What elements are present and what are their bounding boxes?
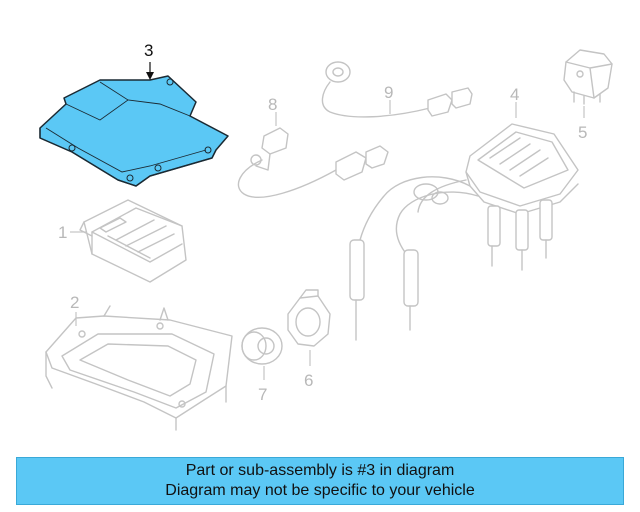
- callout-7: 7: [258, 385, 267, 404]
- part-2-mounting-tray: [45, 305, 233, 431]
- info-line-disclaimer: Diagram may not be specific to your vehi…: [165, 482, 475, 499]
- callout-6: 6: [304, 371, 313, 390]
- part-1-ecu-module: [79, 199, 187, 283]
- callout-3: 3: [144, 41, 153, 60]
- part-7-grommet: [241, 327, 283, 365]
- part-8-sensor-harness: [237, 127, 389, 198]
- part-3-control-module-cover[interactable]: [39, 75, 229, 187]
- callout-4: 4: [510, 85, 519, 104]
- parts-diagram: 3 1 2 7 6: [39, 41, 613, 431]
- callout-8: 8: [268, 95, 277, 114]
- callout-9: 9: [384, 83, 393, 102]
- leader-3-arrow: [146, 72, 154, 80]
- part-6-clip-bracket: [287, 289, 331, 347]
- info-banner: Part or sub-assembly is #3 in diagram Di…: [16, 457, 624, 505]
- callout-2: 2: [70, 293, 79, 312]
- callout-5: 5: [578, 123, 587, 142]
- part-5-relay: [563, 49, 613, 105]
- callout-1: 1: [58, 223, 67, 242]
- part-4-ignition-coil-wires: [349, 123, 579, 341]
- part-9-knock-sensor-cable: [321, 61, 473, 118]
- info-line-part-number: Part or sub-assembly is #3 in diagram: [185, 462, 455, 479]
